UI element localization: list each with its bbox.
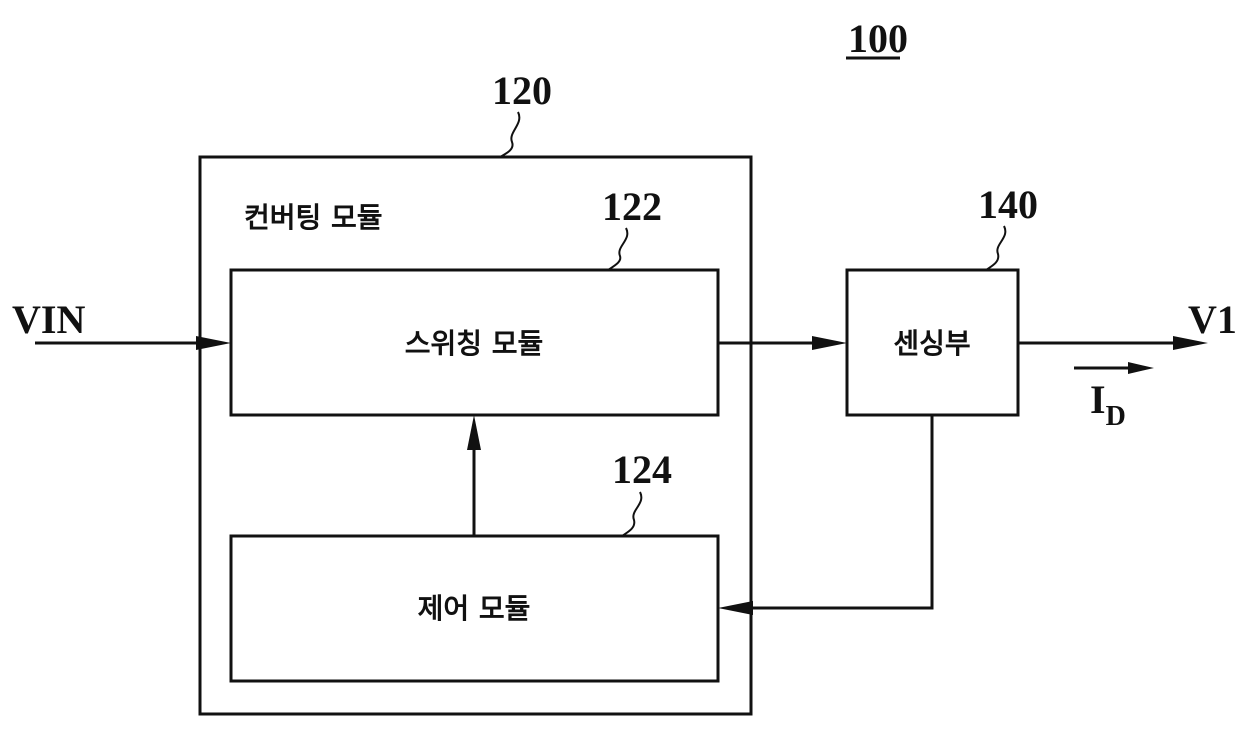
converting-module-ref: 120 (492, 68, 552, 113)
control-module-label: 제어 모듈 (418, 592, 531, 625)
vin-label: VIN (12, 297, 85, 342)
switching-module-label: 스위칭 모듈 (405, 327, 544, 360)
control-module-leader (622, 492, 641, 536)
control-to-switch-arrowhead (467, 415, 481, 450)
sensing-unit-ref: 140 (978, 182, 1038, 227)
switch-to-sensing-arrowhead (812, 336, 847, 350)
current-arrowhead (1128, 362, 1154, 374)
converting-module-label: 컨버팅 모듈 (244, 201, 383, 234)
feedback-wire (741, 415, 932, 608)
sensing-unit-leader (986, 226, 1005, 270)
v1-label: V1 (1188, 297, 1237, 342)
current-label-main: I (1090, 377, 1106, 422)
switching-module-leader (608, 228, 627, 270)
sensing-unit-label: 센싱부 (893, 327, 970, 360)
converting-module-leader (500, 112, 519, 157)
control-module-ref: 124 (612, 447, 672, 492)
current-label-subscript: D (1106, 401, 1126, 432)
feedback-arrowhead (718, 601, 753, 615)
vin-arrowhead (196, 336, 231, 350)
switching-module-ref: 122 (602, 184, 662, 229)
current-label: ID (1090, 377, 1126, 432)
figure-ref: 100 (848, 16, 908, 61)
